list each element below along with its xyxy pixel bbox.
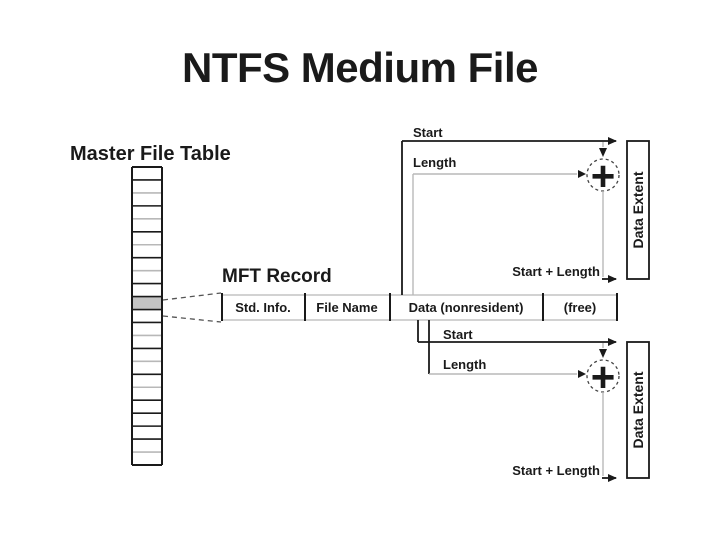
record-cell-file-name: File Name [316,300,377,315]
master-file-table: Master File Table [70,143,231,466]
highlighted-mft-row [133,296,161,310]
record-cell-separators [221,293,618,321]
slide-title: NTFS Medium File [182,44,538,91]
top-length-arrowhead-icon [578,170,586,178]
top-extent-diagram: Start Length + Start + Length Data Exten… [401,125,650,295]
mft-record-label: MFT Record [222,266,332,287]
callout-line-top [162,292,222,301]
bottom-start-label: Start [443,327,473,342]
record-cell-data: Data (nonresident) [409,300,524,315]
bottom-sum-label: Start + Length [512,463,600,478]
top-length-label: Length [413,155,456,170]
bottom-length-label: Length [443,357,486,372]
bottom-data-extent-label: Data Extent [630,371,646,448]
mft-record: MFT Record Std. Info. File Name Data (no… [221,266,618,321]
top-down-arrowhead-icon [599,148,607,157]
bottom-length-arrowhead-icon [578,370,586,378]
top-start-label: Start [413,125,443,140]
callout-line-bottom [162,315,222,323]
mft-row-grid [132,166,162,466]
bottom-extent-diagram: Start Length + Start + Length Data Exten… [417,320,650,482]
record-cell-free: (free) [564,300,597,315]
master-file-table-label: Master File Table [70,143,231,165]
bottom-down-arrowhead-icon [599,349,607,358]
top-data-extent-bar [626,140,650,280]
bottom-data-extent-bar [626,341,650,479]
record-callout-lines [162,292,222,323]
top-sum-label: Start + Length [512,264,600,279]
record-cell-std-info: Std. Info. [235,300,291,315]
top-data-extent-label: Data Extent [630,171,646,248]
